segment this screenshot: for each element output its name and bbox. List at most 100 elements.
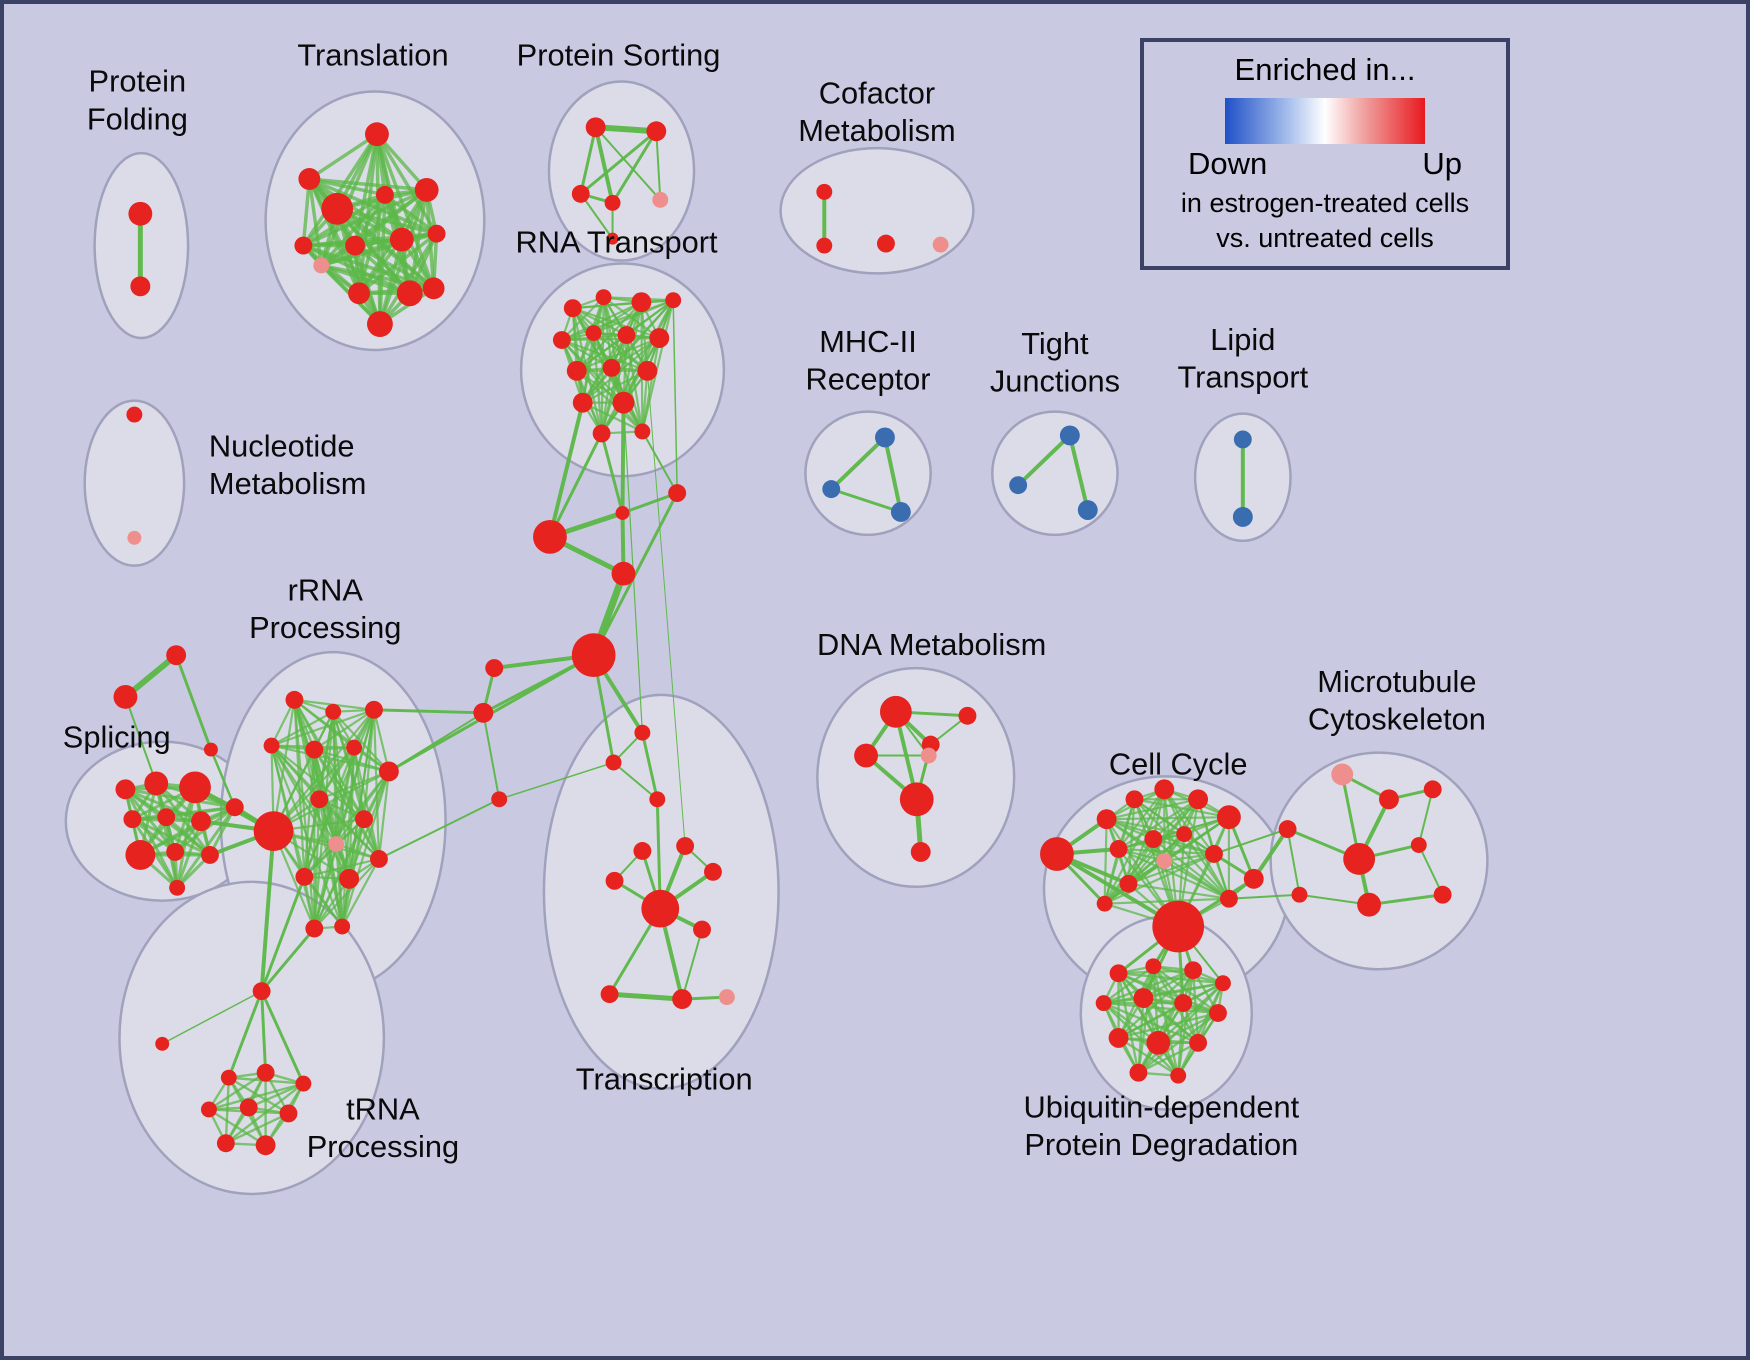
- edge: [307, 132, 379, 181]
- network-node: [378, 761, 399, 782]
- edge: [1117, 1001, 1185, 1040]
- network-node: [602, 358, 621, 377]
- network-node: [646, 121, 667, 142]
- cluster-label-mhc-ii-receptor: Receptor: [806, 362, 931, 397]
- cluster-ellipse-nucleotide-metabolism: [83, 399, 186, 567]
- network-node: [572, 392, 593, 413]
- edge: [318, 798, 381, 861]
- network-node: [1156, 852, 1173, 869]
- network-node: [1379, 789, 1399, 810]
- edge: [341, 770, 390, 928]
- edge: [641, 369, 649, 433]
- network-node: [617, 326, 636, 344]
- network-node: [294, 236, 313, 255]
- legend-axis-labels: Down Up: [1144, 146, 1506, 182]
- network-node: [1040, 837, 1074, 871]
- edge: [207, 1082, 305, 1111]
- cluster-label-cofactor-metabolism: Metabolism: [798, 113, 955, 148]
- network-node: [600, 985, 619, 1004]
- network-node: [634, 423, 651, 440]
- network-node: [605, 754, 622, 771]
- edge: [641, 430, 679, 495]
- network-node: [115, 779, 136, 800]
- edge: [307, 177, 429, 192]
- network-node: [279, 1104, 298, 1123]
- edge: [1103, 818, 1108, 905]
- network-node: [633, 842, 652, 860]
- network-node: [571, 633, 616, 678]
- edge: [1127, 852, 1216, 885]
- edge: [207, 1071, 267, 1111]
- network-node: [605, 871, 624, 890]
- cluster-label-trna-processing: tRNA: [346, 1091, 420, 1126]
- network-node: [1133, 988, 1154, 1009]
- edge: [377, 798, 501, 860]
- network-node: [225, 798, 244, 817]
- network-node: [345, 235, 366, 256]
- network-node: [875, 427, 895, 448]
- network-node: [958, 706, 977, 725]
- edge: [319, 188, 429, 268]
- edge: [378, 231, 439, 326]
- edge: [1152, 798, 1200, 841]
- network-node: [585, 325, 602, 342]
- network-node: [485, 659, 504, 678]
- cluster-label-dna-metabolism: DNA Metabolism: [817, 627, 1046, 662]
- cluster-label-ubiquitin-degradation: Protein Degradation: [1024, 1127, 1298, 1162]
- network-node: [649, 328, 670, 348]
- network-node: [615, 506, 630, 520]
- network-node: [1188, 789, 1209, 810]
- edge: [375, 132, 429, 192]
- legend-up-label: Up: [1422, 146, 1462, 181]
- cluster-ellipse-microtubule-cytoskeleton: [1269, 751, 1489, 971]
- edge: [1102, 965, 1155, 1005]
- network-node: [1109, 840, 1128, 858]
- network-node: [1119, 874, 1138, 893]
- edge: [174, 653, 213, 752]
- edge: [209, 748, 237, 809]
- edge: [1016, 433, 1072, 488]
- network-node: [1146, 1030, 1171, 1055]
- network-node: [305, 919, 324, 938]
- edge: [1117, 847, 1230, 900]
- edge: [372, 708, 381, 861]
- network-node: [128, 201, 153, 226]
- network-node: [1059, 425, 1080, 446]
- network-node: [1096, 809, 1117, 830]
- edge: [161, 990, 263, 1045]
- edge: [303, 857, 381, 878]
- edge: [560, 338, 613, 369]
- network-node: [263, 737, 280, 754]
- network-node: [200, 1101, 217, 1118]
- network-node: [253, 811, 294, 851]
- edge: [1163, 788, 1230, 900]
- cluster-ellipse-mhc-ii-receptor: [804, 410, 932, 537]
- cluster-label-lipid-transport: Lipid: [1210, 322, 1275, 357]
- network-node: [641, 889, 680, 928]
- network-node: [1189, 1033, 1208, 1052]
- network-node: [563, 299, 582, 318]
- edge: [600, 366, 613, 435]
- network-node: [1214, 975, 1231, 992]
- edge: [1117, 1011, 1220, 1040]
- cluster-ellipse-trna-processing: [118, 880, 386, 1196]
- network-node: [203, 742, 218, 757]
- network-node: [1278, 820, 1297, 839]
- network-node: [1096, 895, 1113, 912]
- edge: [224, 1112, 290, 1145]
- edge: [592, 331, 649, 372]
- network-node: [1233, 430, 1252, 449]
- edge: [260, 989, 268, 1075]
- network-node: [414, 177, 439, 202]
- cluster-label-rna-transport: RNA Transport: [516, 225, 718, 260]
- edge: [313, 857, 381, 930]
- network-node: [890, 502, 911, 522]
- edge: [1103, 897, 1230, 905]
- edge: [227, 989, 264, 1080]
- network-node: [166, 843, 185, 861]
- network-node: [126, 406, 143, 423]
- edge: [592, 491, 679, 657]
- network-node: [1184, 961, 1203, 980]
- edge: [124, 695, 158, 785]
- cluster-label-cofactor-metabolism: Cofactor: [819, 75, 935, 110]
